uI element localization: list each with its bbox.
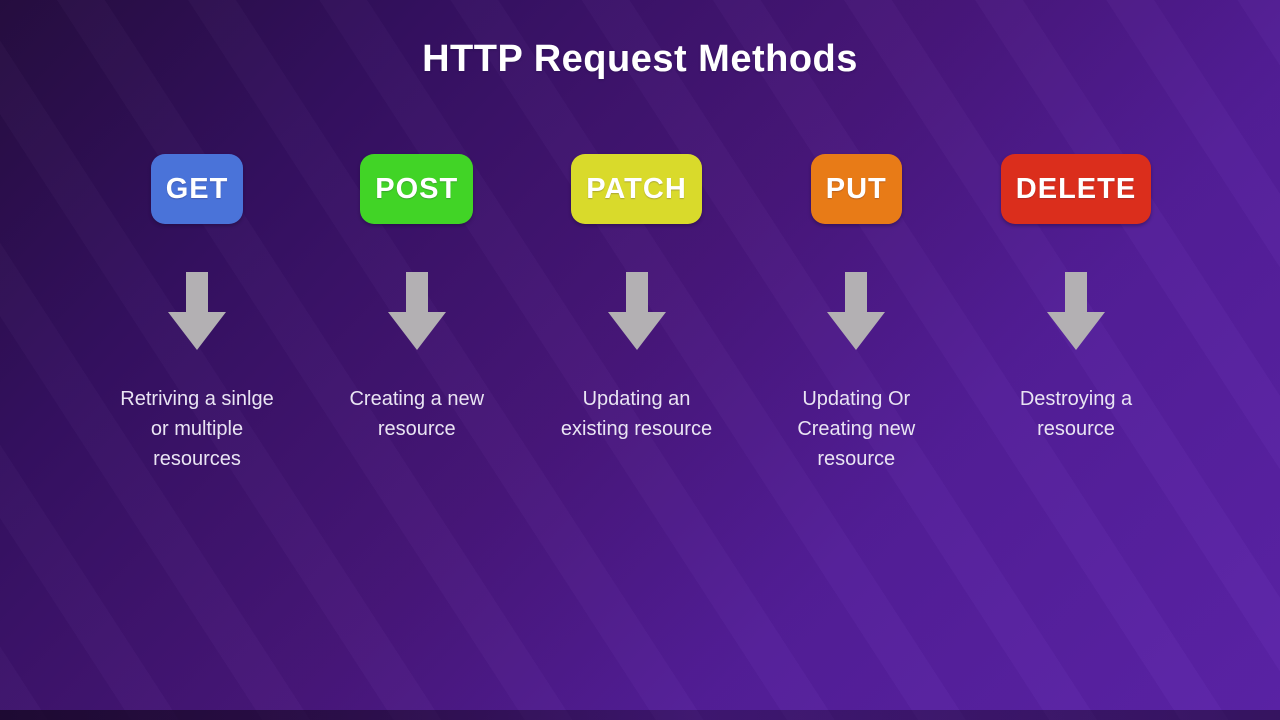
methods-row: GET Retriving a sinlge or multiple resou… [97, 154, 1176, 474]
method-badge-get: GET [150, 154, 244, 224]
down-arrow-icon [827, 272, 886, 350]
method-column-patch: PATCH Updating an existing resource [537, 154, 737, 444]
method-description: Destroying a resource [1019, 388, 1133, 440]
method-badge-post: POST [360, 154, 474, 224]
down-arrow-icon [168, 272, 226, 350]
method-description: Updating an existing resource [560, 388, 713, 440]
method-column-get: GET Retriving a sinlge or multiple resou… [97, 154, 297, 474]
method-description: Retriving a sinlge or multiple resources [120, 388, 274, 470]
down-arrow-icon [387, 272, 446, 350]
down-arrow-icon [607, 272, 666, 350]
down-arrow-icon [1047, 272, 1105, 350]
method-column-post: POST Creating a new resource [317, 154, 517, 444]
page-title: HTTP Request Methods [422, 38, 858, 80]
method-badge-put: PUT [810, 154, 902, 224]
method-description: Creating a new resource [349, 388, 485, 440]
method-description: Updating Or Creating new resource [797, 388, 916, 470]
method-badge-patch: PATCH [571, 154, 702, 224]
method-column-delete: DELETE Destroying a resource [976, 154, 1176, 444]
method-column-put: PUT Updating Or Creating new resource [756, 154, 956, 474]
method-badge-delete: DELETE [1000, 154, 1152, 224]
